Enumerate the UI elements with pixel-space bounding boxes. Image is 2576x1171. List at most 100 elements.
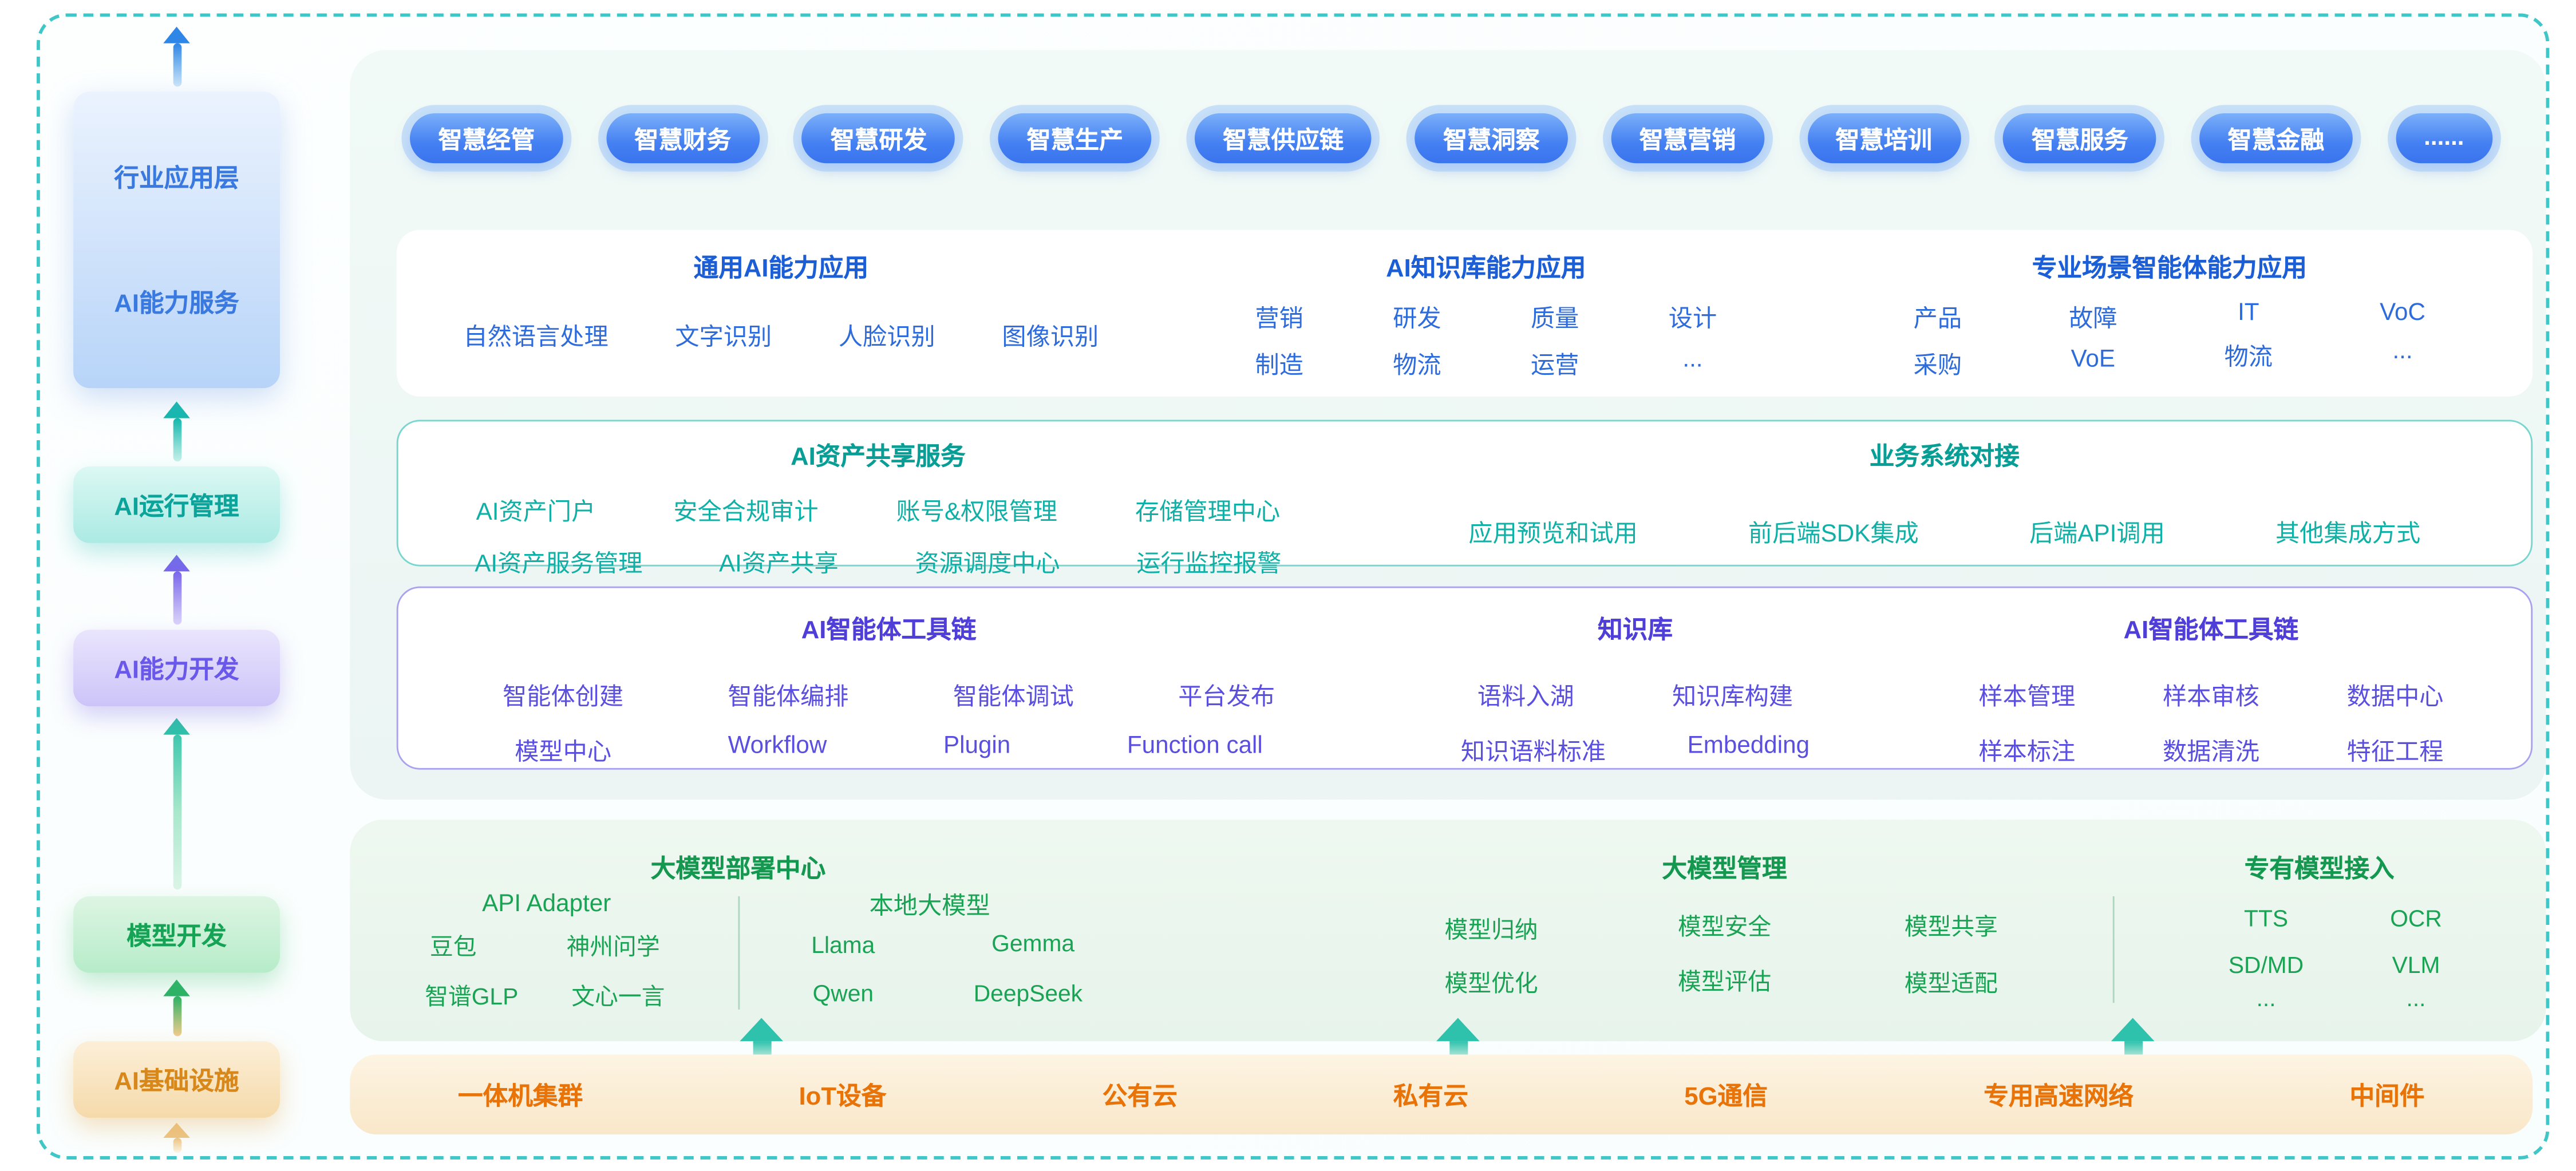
layer-label: AI运行管理 <box>114 492 239 521</box>
capability-item: 物流 <box>1393 353 1441 380</box>
layer-label: AI基础设施 <box>114 1067 239 1095</box>
model-item: 豆包 <box>429 932 477 960</box>
model-item: 模型优化 <box>1444 970 1538 996</box>
model-item: Llama <box>811 931 875 958</box>
toolchain-item: 智能体创建 <box>503 685 624 711</box>
ai-capability-card: 通用AI能力应用 自然语言处理 文字识别 人脸识别 图像识别 AI知识库能力应用… <box>396 230 2533 397</box>
data-toolchain-item: 数据清洗 <box>2163 739 2259 766</box>
knowledge-base-section: AI知识库能力应用 营销 制造 研发 物流 质量 运营 设计 ... <box>1165 230 1806 397</box>
smart-app-pill: 智慧金融 <box>2199 113 2353 164</box>
arrow-head-icon <box>163 718 190 735</box>
arrow-tail <box>172 1138 181 1153</box>
item-row: 语料入湖 知识库构建 <box>1379 678 1891 713</box>
flow-arrow-model-icon <box>163 718 190 890</box>
capability-item: 产品 <box>1913 306 1962 334</box>
model-item: 模型评估 <box>1678 968 1772 995</box>
item-column: 故障 VoE <box>2069 300 2117 382</box>
arrow-head-icon <box>163 1122 190 1138</box>
section-title: 专业场景智能体能力应用 <box>2032 255 2308 283</box>
smart-app-pill: 智慧经管 <box>410 113 563 164</box>
flow-arrow-infra-icon <box>163 979 190 1037</box>
item-row: 模型中心 Workflow Plugin Function call <box>398 733 1380 768</box>
item-grid: 营销 制造 研发 物流 质量 运营 设计 ... <box>1165 300 1806 382</box>
capability-item: VoE <box>2071 346 2116 373</box>
capability-item: 制造 <box>1255 353 1303 380</box>
toolchain-item: 平台发布 <box>1178 685 1275 711</box>
asset-item: 运行监控报警 <box>1136 551 1282 579</box>
smart-app-pill: 智慧研发 <box>802 113 956 164</box>
capability-item: 质量 <box>1530 306 1579 334</box>
smart-app-pill: 智慧供应链 <box>1194 113 1372 164</box>
model-item: 神州问学 <box>566 932 660 960</box>
section-title: AI知识库能力应用 <box>1386 255 1586 283</box>
arrow-head-icon <box>163 555 190 572</box>
layer-ai-infrastructure: AI基础设施 <box>73 1041 280 1118</box>
asset-item: 安全合规审计 <box>673 500 819 527</box>
integration-item: 前后端SDK集成 <box>1748 521 1919 548</box>
capability-item: 运营 <box>1530 353 1579 380</box>
infrastructure-item: 一体机集群 <box>457 1082 583 1110</box>
item-column: 产品 采购 <box>1914 300 1962 382</box>
toolchain-item: 模型中心 <box>515 739 612 766</box>
arrow-tail <box>172 43 181 87</box>
item-column: IT 物流 <box>2225 300 2273 382</box>
capability-item: VoC <box>2380 299 2425 327</box>
toolchain-item: 智能体编排 <box>728 685 849 711</box>
up-arrow-icon <box>740 1018 784 1060</box>
asset-share-section: AI资产共享服务 AI资产门户 安全合规审计 账号&权限管理 存储管理中心 AI… <box>398 421 1358 578</box>
capability-item: ... <box>2392 338 2413 365</box>
asset-item: AI资产门户 <box>476 500 596 527</box>
model-item: OCR <box>2390 904 2442 932</box>
capability-item: 采购 <box>1913 353 1962 380</box>
infrastructure-item: 专用高速网络 <box>1984 1082 2134 1110</box>
model-item: 文心一言 <box>571 983 665 1010</box>
business-integration-section: 业务系统对接 应用预览和试用 前后端SDK集成 后端API调用 其他集成方式 <box>1358 421 2531 564</box>
layer-industry-application: 行业应用层 AI能力服务 <box>73 92 280 389</box>
model-item: 模型共享 <box>1904 913 1998 940</box>
asset-item: AI资产共享 <box>719 551 839 579</box>
scenario-agent-section: 专业场景智能体能力应用 产品 采购 故障 VoE IT 物流 VoC ... <box>1807 230 2533 397</box>
data-toolchain-item: 数据中心 <box>2346 685 2444 711</box>
item-column: 研发 物流 <box>1393 300 1441 382</box>
section-title: AI资产共享服务 <box>791 443 966 472</box>
data-toolchain-item: 样本管理 <box>1978 685 2076 711</box>
kb-item: 知识库构建 <box>1672 685 1793 711</box>
asset-item: 资源调度中心 <box>915 551 1060 579</box>
divider <box>738 896 740 1010</box>
smart-app-pill-more: ...... <box>2395 113 2492 164</box>
model-item: TTS <box>2244 904 2289 932</box>
toolchain-item: Plugin <box>943 733 1011 760</box>
arrow-head-icon <box>163 979 190 996</box>
model-item: 模型归纳 <box>1444 916 1538 943</box>
arrow-tail <box>172 571 181 625</box>
data-toolchain-section: AI智能体工具链 样本管理 样本审核 数据中心 样本标注 数据清洗 特征工程 <box>1891 588 2531 768</box>
large-model-panel: 大模型部署中心 API Adapter 豆包 神州问学 智谱GLP 文心一言 本… <box>350 820 2546 1042</box>
capability-item: 设计 <box>1668 306 1717 334</box>
item-column: 设计 ... <box>1669 300 1717 382</box>
ai-asset-card: AI资产共享服务 AI资产门户 安全合规审计 账号&权限管理 存储管理中心 AI… <box>396 420 2533 578</box>
layer-ai-runtime-management: AI运行管理 <box>73 466 280 543</box>
model-item: VLM <box>2392 951 2440 978</box>
model-item: DeepSeek <box>973 979 1083 1007</box>
section-title: 专有模型接入 <box>2244 855 2395 884</box>
layer-label: 行业应用层 <box>114 165 239 193</box>
toolchain-item: Function call <box>1127 733 1263 760</box>
layer-model-development: 模型开发 <box>73 896 280 973</box>
subsection-title: API Adapter <box>482 891 611 918</box>
smart-app-pill: 智慧生产 <box>998 113 1152 164</box>
item-row: 自然语言处理 文字识别 人脸识别 图像识别 <box>397 318 1165 353</box>
arrow-head-icon <box>163 401 190 418</box>
capability-item: IT <box>2238 299 2259 327</box>
infrastructure-bar: 一体机集群 IoT设备 公有云 私有云 5G通信 专用高速网络 中间件 <box>350 1054 2533 1135</box>
section-title: 大模型管理 <box>1662 855 1787 884</box>
kb-item: 知识语料标准 <box>1460 739 1606 766</box>
arrow-tail <box>172 734 181 890</box>
capability-item: 故障 <box>2069 306 2117 334</box>
item-column: 质量 运营 <box>1531 300 1579 382</box>
integration-item: 其他集成方式 <box>2275 521 2421 548</box>
arrow-tail <box>172 418 181 462</box>
knowledge-base-toolchain-section: 知识库 语料入湖 知识库构建 知识语料标准 Embedding <box>1379 588 1891 768</box>
kb-item: 语料入湖 <box>1477 685 1574 711</box>
asset-item: AI资产服务管理 <box>475 551 643 579</box>
section-title: 知识库 <box>1597 616 1673 645</box>
